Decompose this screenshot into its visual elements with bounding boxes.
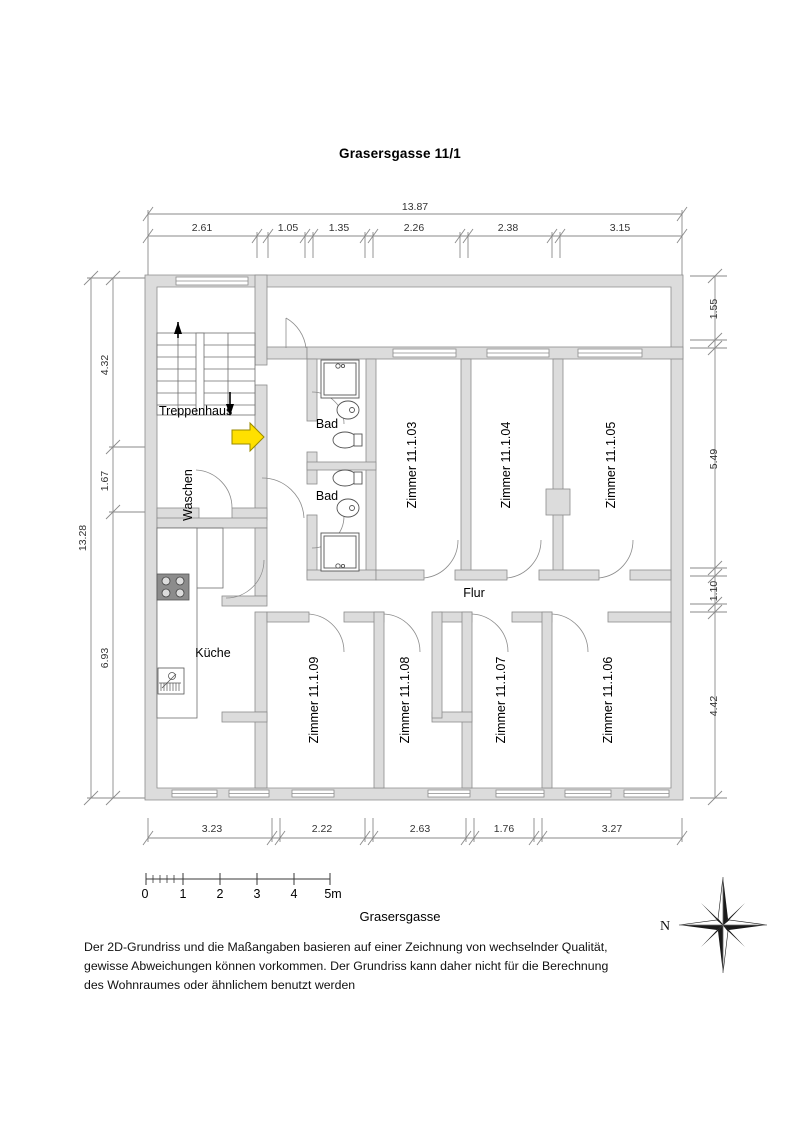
dim-top-3: 1.35 — [329, 222, 350, 234]
disclaimer-text: Der 2D-Grundriss und die Maßangaben basi… — [84, 938, 674, 995]
dimension-labels-top: 13.87 2.61 1.05 1.35 2.26 2.38 3.15 — [192, 201, 631, 234]
dimension-labels-bottom: 3.23 2.22 2.63 1.76 3.27 — [202, 823, 623, 835]
dim-bottom-4: 1.76 — [494, 823, 515, 835]
room-labels: Treppenhaus Waschen Küche Bad Bad Flur Z… — [159, 404, 618, 743]
page-title: Grasersgasse 11/1 — [339, 146, 461, 161]
dim-bottom-1: 3.23 — [202, 823, 223, 835]
dimension-chain-left — [83, 270, 150, 806]
dim-right-4: 4.42 — [708, 696, 720, 717]
dimension-labels-left: 13.28 4.32 1.67 6.93 — [77, 355, 111, 669]
stair-down-arrow — [226, 404, 234, 416]
room-label-bad-oben: Bad — [316, 417, 338, 431]
dim-top-1: 2.61 — [192, 222, 213, 234]
scale-tick-3: 3 — [254, 887, 261, 901]
dimension-chain-right — [690, 268, 727, 806]
dimension-labels-right: 1.55 5.49 1.10 4.42 — [708, 299, 720, 717]
dim-left-1: 4.32 — [99, 355, 111, 376]
dim-bottom-5: 3.27 — [602, 823, 623, 835]
room-label-zimmer-11-1-06: Zimmer 11.1.06 — [601, 657, 615, 744]
dim-left-2: 1.67 — [99, 471, 111, 492]
entrance-arrow-icon — [231, 421, 265, 453]
windows — [171, 276, 670, 798]
room-label-zimmer-11-1-07: Zimmer 11.1.07 — [494, 657, 508, 744]
dim-top-4: 2.26 — [404, 222, 425, 234]
scale-tick-5: 5m — [324, 887, 341, 901]
dim-right-3: 1.10 — [708, 581, 720, 602]
scale-tick-0: 0 — [142, 887, 149, 901]
sink-icon — [157, 667, 185, 695]
dim-top-overall: 13.87 — [402, 201, 428, 213]
scale-bar — [145, 873, 331, 885]
dim-bottom-3: 2.63 — [410, 823, 431, 835]
dimension-chain-top — [142, 206, 688, 276]
disclaimer-line-3: des Wohnraumes oder ähnlichem benutzt we… — [84, 978, 356, 993]
staircase — [156, 332, 256, 416]
kitchen-fixtures — [156, 527, 198, 719]
dim-bottom-2: 2.22 — [312, 823, 333, 835]
dim-right-1: 1.55 — [708, 299, 720, 320]
scale-tick-4: 4 — [291, 887, 298, 901]
disclaimer-line-1: Der 2D-Grundriss und die Maßangaben basi… — [84, 940, 608, 954]
dim-top-2: 1.05 — [278, 222, 299, 234]
room-label-zimmer-11-1-05: Zimmer 11.1.05 — [604, 422, 618, 509]
room-label-bad-unten: Bad — [316, 489, 338, 503]
room-label-kueche: Küche — [195, 646, 230, 660]
room-label-zimmer-11-1-09: Zimmer 11.1.09 — [307, 657, 321, 744]
street-label: Grasersgasse — [359, 909, 441, 924]
scale-bar-labels: 0 1 2 3 4 5m — [142, 887, 342, 901]
dim-left-overall: 13.28 — [77, 525, 89, 551]
room-label-treppenhaus: Treppenhaus — [159, 404, 232, 418]
stove-icon — [156, 573, 190, 601]
bathroom-fixtures-upper — [320, 359, 363, 449]
room-label-zimmer-11-1-08: Zimmer 11.1.08 — [398, 657, 412, 744]
compass-rose: N — [660, 876, 768, 974]
bathroom-fixtures-lower — [320, 469, 363, 572]
scale-tick-2: 2 — [217, 887, 224, 901]
scale-tick-1: 1 — [180, 887, 187, 901]
dim-left-3: 6.93 — [99, 648, 111, 669]
disclaimer-line-2: gewisse Abweichungen können vorkommen. D… — [84, 959, 609, 974]
compass-north-label: N — [660, 919, 670, 934]
room-label-waschen: Waschen — [181, 469, 195, 521]
stair-direction-arrows — [174, 322, 234, 416]
dim-top-5: 2.38 — [498, 222, 519, 234]
room-label-zimmer-11-1-03: Zimmer 11.1.03 — [405, 422, 419, 509]
room-label-zimmer-11-1-04: Zimmer 11.1.04 — [499, 422, 513, 509]
dim-right-2: 5.49 — [708, 449, 720, 470]
room-label-flur: Flur — [463, 586, 485, 600]
dimension-chain-bottom — [142, 818, 688, 846]
dim-top-6: 3.15 — [610, 222, 631, 234]
